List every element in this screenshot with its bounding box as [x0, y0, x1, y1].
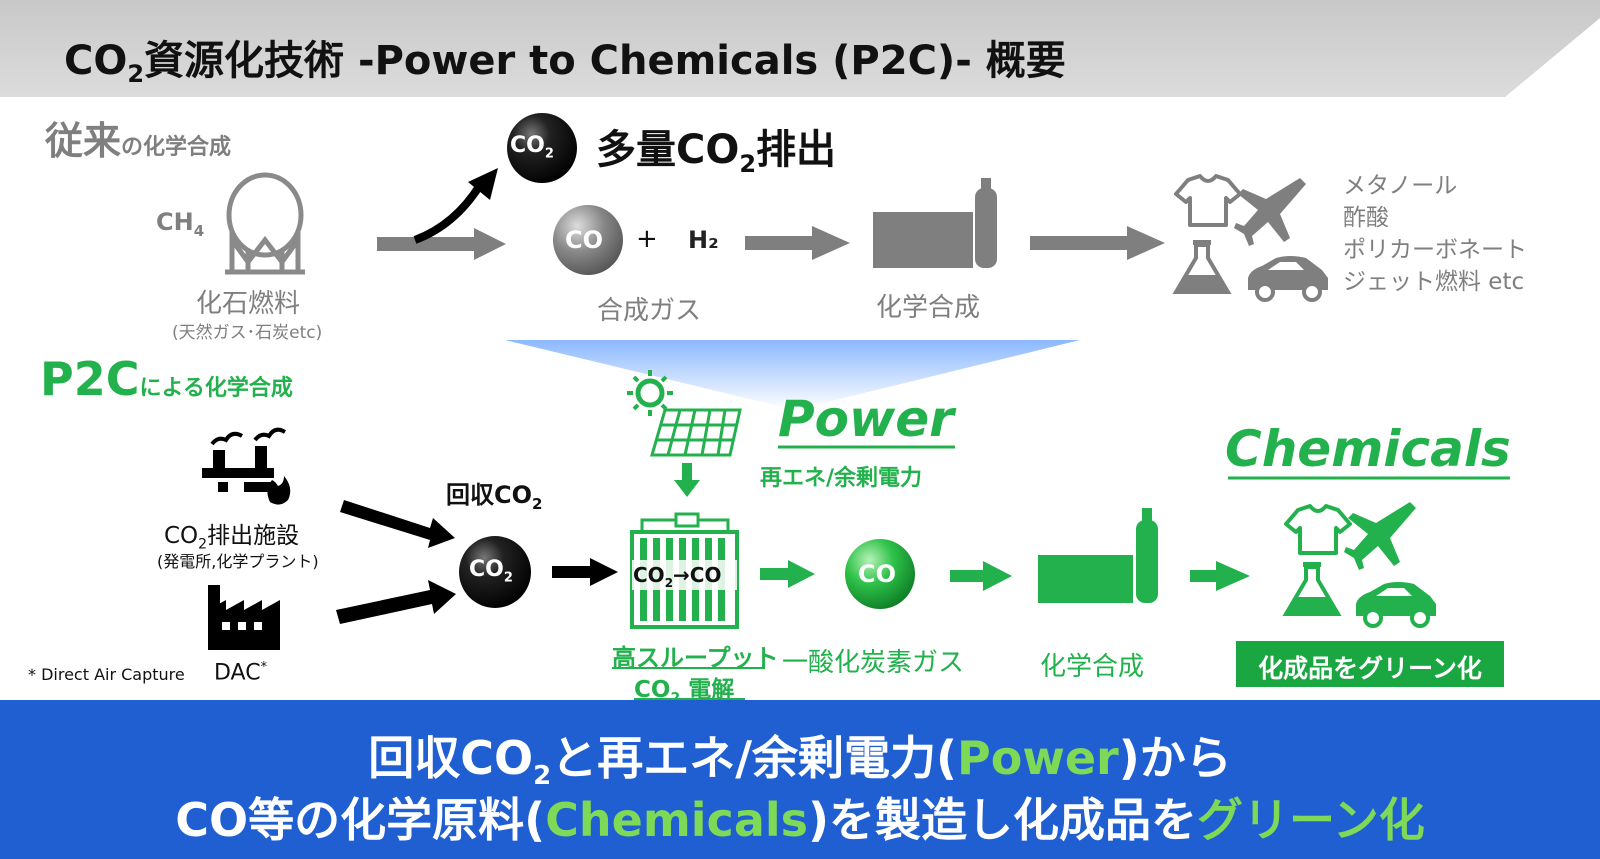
- conventional-heading: 従来の化学合成: [45, 119, 232, 163]
- co2-recovered-ball: [459, 536, 531, 608]
- title-bar: [0, 0, 1600, 97]
- renewable-power-label: 再エネ/余剰電力: [760, 466, 923, 491]
- facility-label: CO2排出施設: [164, 523, 300, 553]
- page-title: CO2資源化技術 -Power to Chemicals (P2C)- 概要: [64, 38, 1066, 88]
- electrolyzer-label: CO2→CO: [633, 563, 722, 590]
- arrow-electrolyzer-to-co: [760, 560, 815, 588]
- product-item: ポリカーボネート: [1343, 237, 1527, 263]
- co2-emission-ball: [507, 113, 577, 183]
- car-icon-green: [1356, 582, 1436, 628]
- reactor-icon-gray: [873, 178, 997, 268]
- dac-note: * Direct Air Capture: [28, 665, 185, 684]
- product-item: 酢酸: [1343, 205, 1389, 231]
- green-label-text: 化成品をグリーン化: [1258, 654, 1482, 683]
- co2-recovered-ball-label: CO2: [469, 557, 513, 586]
- fossil-fuel-note: (天然ガス･石炭etc): [172, 323, 323, 343]
- p2c-heading: P2Cによる化学合成: [40, 352, 293, 406]
- electrolysis-label-1: 高スループット: [612, 644, 779, 672]
- gas-tank-icon: [225, 172, 305, 275]
- plus-sign: +: [636, 224, 658, 254]
- electrolyzer-icon: [630, 512, 739, 629]
- arrow-facility-to-co2: [340, 500, 455, 548]
- solar-panel-icon: [650, 408, 742, 457]
- transition-funnel: [505, 340, 1080, 410]
- flask-icon-green: [1282, 562, 1342, 616]
- recovered-co2-label: 回収CO2: [446, 481, 543, 513]
- chemicals-label: Chemicals: [1225, 420, 1511, 478]
- arrow-syngas-to-synthesis: [745, 226, 850, 260]
- shirt-icon: [1174, 174, 1242, 227]
- reactor-icon-green: [1038, 508, 1158, 603]
- sun-icon: [627, 370, 673, 416]
- airplane-icon-green: [1344, 502, 1416, 570]
- car-icon: [1248, 256, 1328, 302]
- facility-note: (発電所,化学プラント): [157, 552, 319, 571]
- co-syngas-ball-label: CO: [565, 226, 604, 254]
- product-item: メタノール: [1343, 173, 1458, 199]
- arrow-co2-to-electrolyzer: [552, 558, 618, 586]
- product-list: メタノール 酢酸 ポリカーボネート ジェット燃料 etc: [1343, 170, 1527, 298]
- synthesis-label-green: 化学合成: [1040, 652, 1145, 682]
- summary-line-1: 回収CO2と再エネ/余剰電力(Power)から: [368, 731, 1232, 791]
- arrow-power-down: [674, 463, 700, 497]
- arrow-dac-to-co2: [336, 580, 456, 624]
- arrow-synthesis-to-products: [1030, 226, 1165, 260]
- electrolysis-label-2: CO2 電解: [634, 677, 735, 707]
- syngas-label: 合成ガス: [597, 296, 702, 326]
- flask-icon: [1172, 240, 1232, 294]
- summary-banner: 回収CO2と再エネ/余剰電力(Power)から CO等の化学原料(Chemica…: [0, 700, 1600, 859]
- co2-emission-label: 多量CO2排出: [596, 127, 837, 178]
- dac-factory-icon: [208, 585, 280, 650]
- co-gas-label: 一酸化炭素ガス: [782, 648, 965, 678]
- co2-emission-ball-label: CO2: [510, 133, 554, 162]
- h2-label: H₂: [688, 226, 719, 254]
- summary-line-2: CO等の化学原料(Chemicals)を製造し化成品をグリーン化: [175, 793, 1425, 847]
- factory-fire-icon: [202, 427, 291, 505]
- green-label-box: [1236, 641, 1504, 687]
- arrow-to-co2-emission: [413, 182, 484, 244]
- airplane-icon: [1234, 178, 1306, 246]
- arrow-co-to-synthesis: [950, 561, 1012, 591]
- co-green-ball-label: CO: [858, 560, 897, 588]
- arrow-fossil-to-syngas: [377, 228, 506, 260]
- synthesis-label-gray: 化学合成: [876, 293, 981, 323]
- co-green-ball: [845, 539, 915, 609]
- co-syngas-ball: [553, 205, 623, 275]
- arrow-synthesis-to-chemicals: [1190, 561, 1250, 591]
- ch4-label: CH4: [156, 208, 205, 240]
- dac-label: DAC*: [214, 660, 268, 686]
- product-item: ジェット燃料 etc: [1343, 269, 1525, 295]
- power-label: Power: [778, 390, 954, 448]
- fossil-fuel-label: 化石燃料: [196, 289, 301, 319]
- shirt-icon-green: [1284, 504, 1352, 555]
